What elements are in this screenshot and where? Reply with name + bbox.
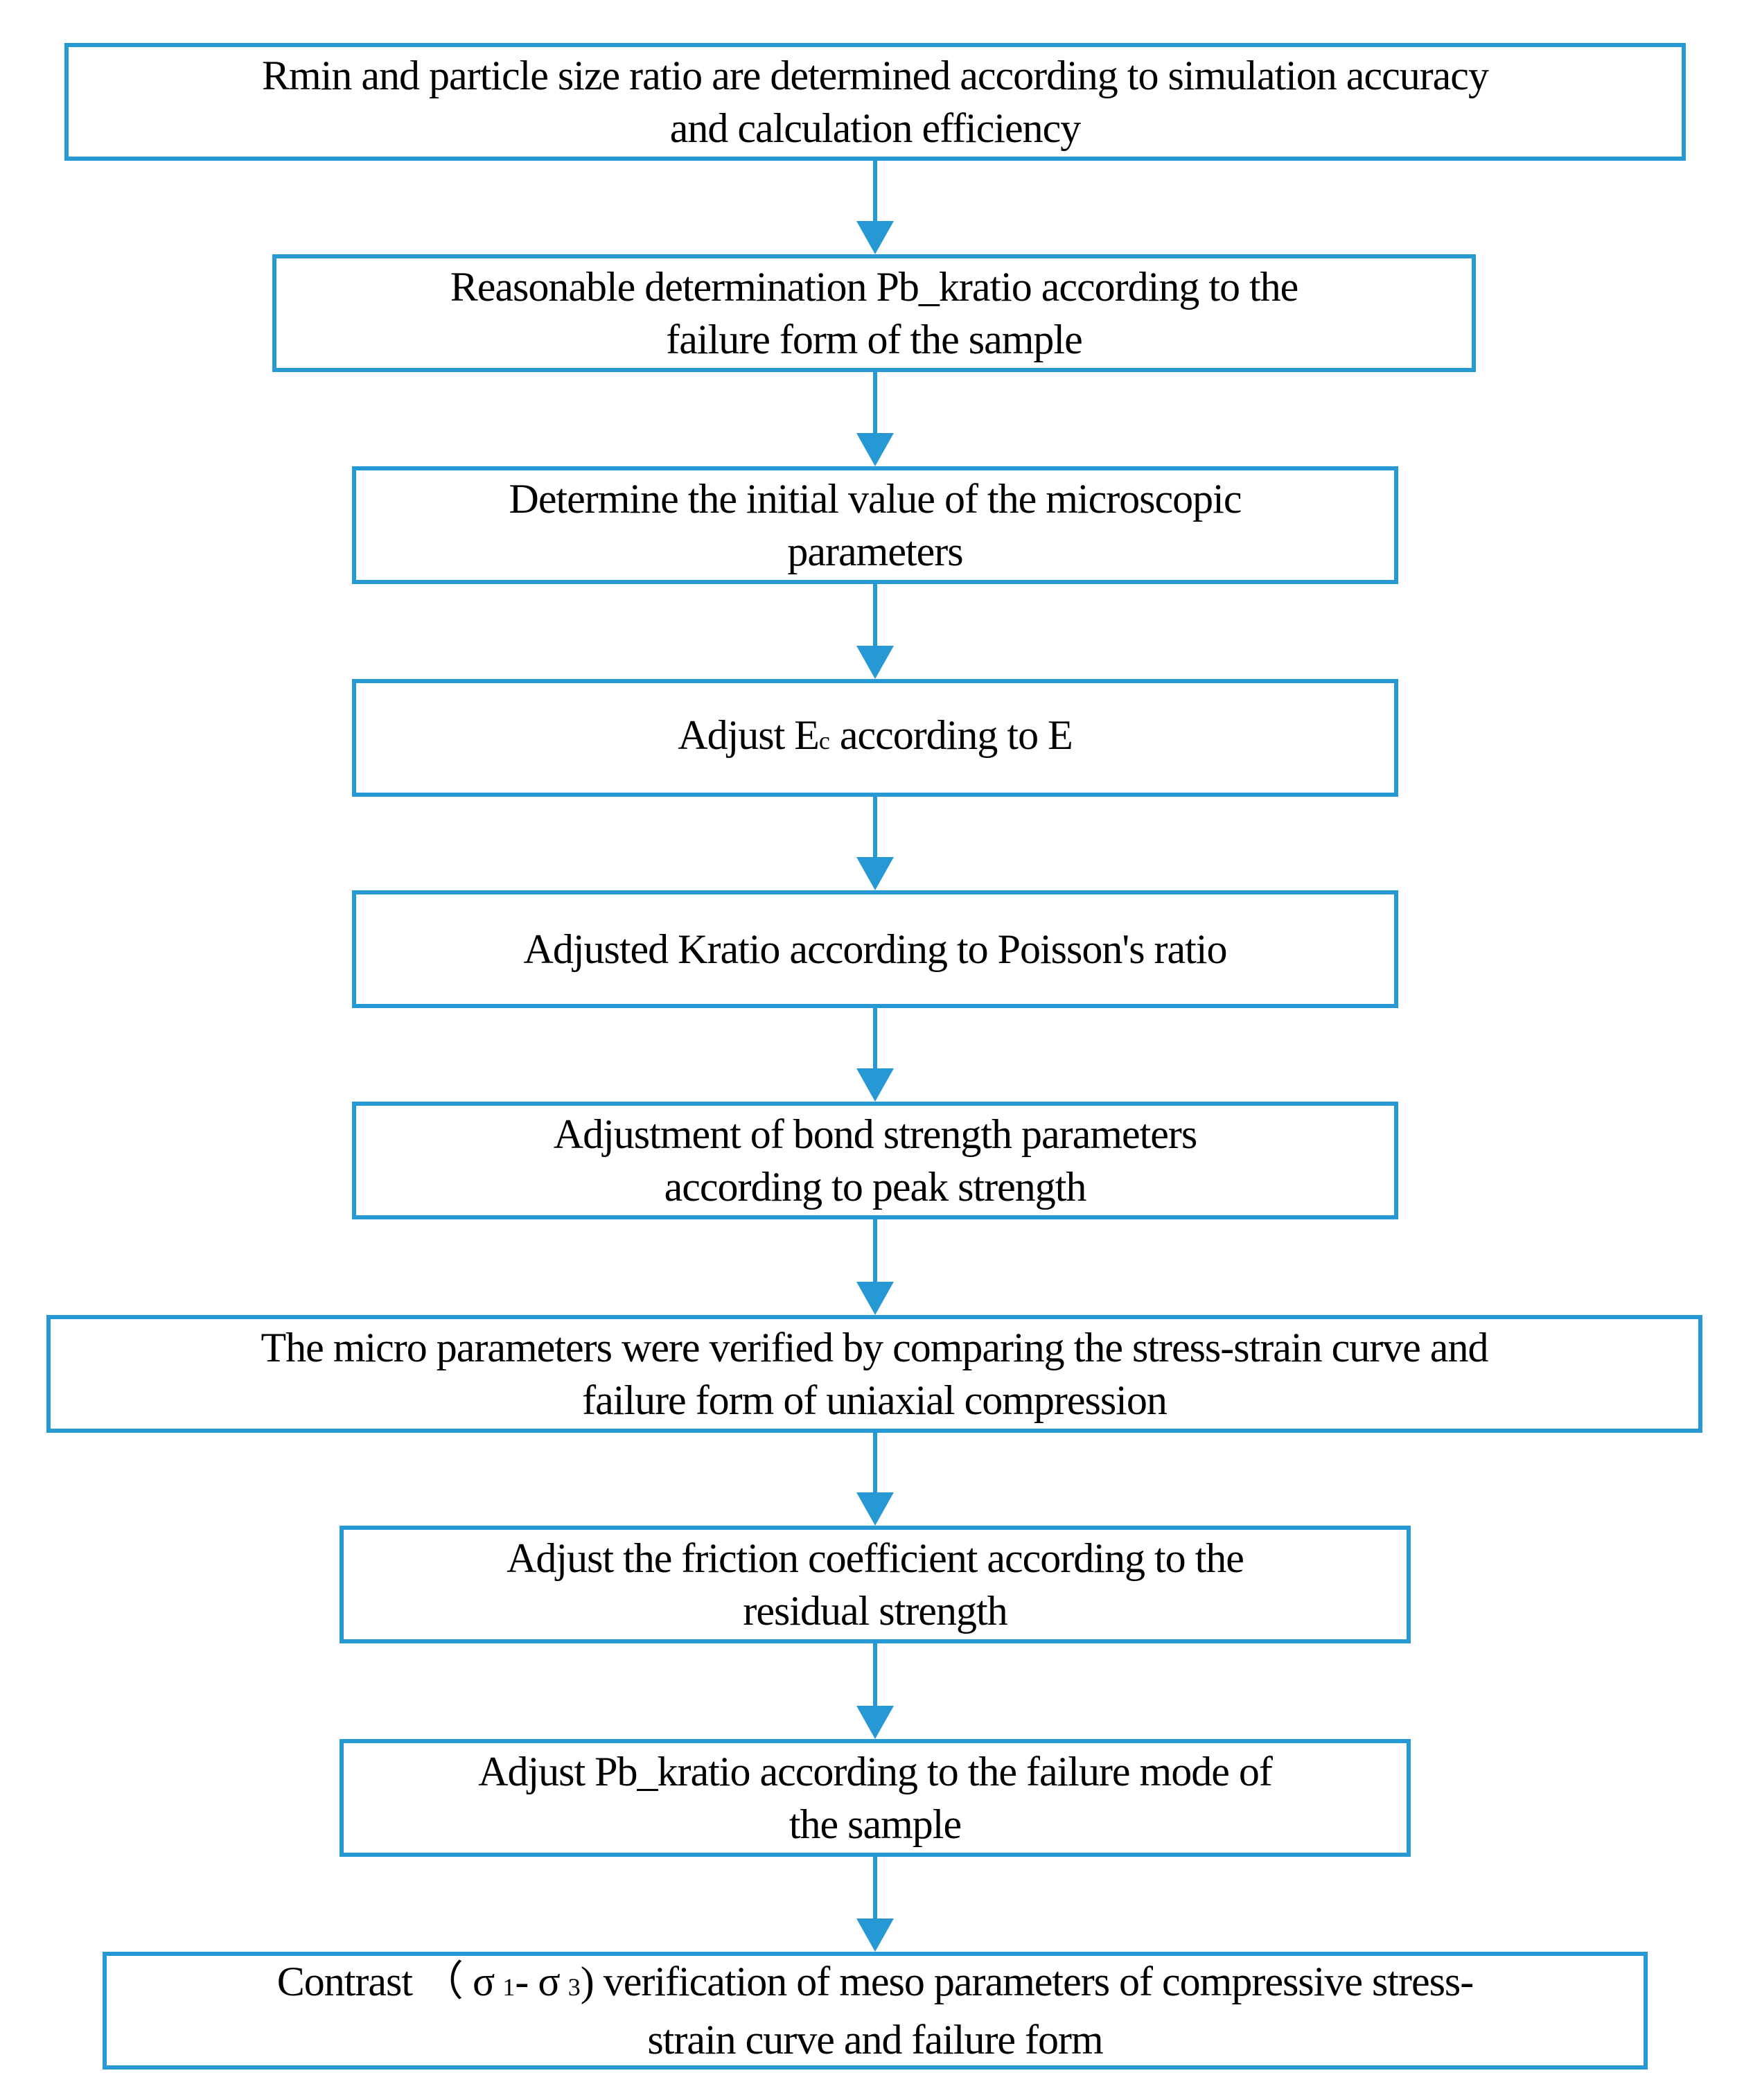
step-text-line: The micro parameters were verified by co…	[261, 1325, 1489, 1370]
arrow-shaft	[873, 1433, 877, 1494]
arrow-shaft	[873, 1219, 877, 1283]
arrow-head-icon	[856, 646, 894, 679]
arrow-head-icon	[856, 1706, 894, 1739]
connector-arrow-3	[856, 584, 894, 679]
connector-arrow-9	[856, 1857, 894, 1952]
step-text-line: Adjustment of bond strength parameters	[553, 1111, 1197, 1157]
connector-arrow-6	[856, 1219, 894, 1315]
step-text-line: Determine the initial value of the micro…	[509, 476, 1242, 522]
subscript-sigma3: 3	[567, 1973, 581, 2001]
arrow-shaft	[873, 584, 877, 647]
step-text-line: strain curve and failure form	[647, 2017, 1103, 2063]
step-text-part: - σ	[515, 1959, 560, 2004]
arrow-head-icon	[856, 1282, 894, 1315]
step-adjust-ec: Adjust Ec according to E	[352, 679, 1398, 797]
arrow-head-icon	[856, 221, 894, 254]
connector-arrow-4	[856, 797, 894, 890]
arrow-head-icon	[856, 1492, 894, 1526]
arrow-head-icon	[856, 857, 894, 890]
arrow-shaft	[873, 1008, 877, 1070]
step-text-line: parameters	[787, 529, 963, 574]
step-text-line: the sample	[789, 1801, 962, 1847]
step-adjust-friction-coefficient: Adjust the friction coefficient accordin…	[340, 1526, 1411, 1643]
step-determine-rmin-particle-size: Rmin and particle size ratio are determi…	[64, 43, 1686, 161]
arrow-head-icon	[856, 433, 894, 466]
connector-arrow-7	[856, 1433, 894, 1526]
step-adjust-pb-kratio-failure-mode: Adjust Pb_kratio according to the failur…	[340, 1739, 1411, 1857]
step-determine-pb-kratio: Reasonable determination Pb_kratio accor…	[272, 254, 1476, 372]
step-text-line: Adjust Ec according to E	[678, 709, 1073, 767]
step-text-line: residual strength	[743, 1588, 1007, 1634]
arrow-head-icon	[856, 1068, 894, 1102]
arrow-shaft	[873, 1857, 877, 1920]
subscript-sigma1: 1	[502, 1973, 516, 2001]
connector-arrow-2	[856, 372, 894, 466]
arrow-shaft	[873, 1643, 877, 1707]
step-text-part: according to E	[829, 712, 1073, 758]
step-text-part: Contrast （ σ	[276, 1959, 495, 2004]
connector-arrow-5	[856, 1008, 894, 1102]
step-adjust-bond-strength: Adjustment of bond strength parameters a…	[352, 1102, 1398, 1219]
subscript-c: c	[818, 727, 830, 755]
step-text-line: Adjust Pb_kratio according to the failur…	[478, 1749, 1273, 1794]
step-text-line: according to peak strength	[664, 1164, 1087, 1210]
step-text-line: and calculation efficiency	[669, 105, 1082, 151]
step-text-line: Adjust the friction coefficient accordin…	[507, 1535, 1244, 1581]
connector-arrow-1	[856, 161, 894, 254]
arrow-shaft	[873, 797, 877, 858]
step-text-line: Reasonable determination Pb_kratio accor…	[450, 264, 1299, 310]
arrow-shaft	[873, 161, 877, 222]
step-text-line: failure form of the sample	[666, 317, 1082, 362]
step-adjust-kratio: Adjusted Kratio according to Poisson's r…	[352, 890, 1398, 1008]
arrow-head-icon	[856, 1918, 894, 1952]
connector-arrow-8	[856, 1643, 894, 1739]
step-initial-micro-parameters: Determine the initial value of the micro…	[352, 466, 1398, 584]
step-text-part: ) verification of meso parameters of com…	[580, 1959, 1474, 2004]
step-text-part: Adjust E	[678, 712, 820, 758]
step-text-line: Adjusted Kratio according to Poisson's r…	[523, 926, 1228, 972]
step-text-line: failure form of uniaxial compression	[582, 1377, 1168, 1423]
step-verify-micro-parameters-uniaxial: The micro parameters were verified by co…	[46, 1315, 1702, 1433]
arrow-shaft	[873, 372, 877, 434]
step-text-line: Rmin and particle size ratio are determi…	[262, 53, 1489, 98]
